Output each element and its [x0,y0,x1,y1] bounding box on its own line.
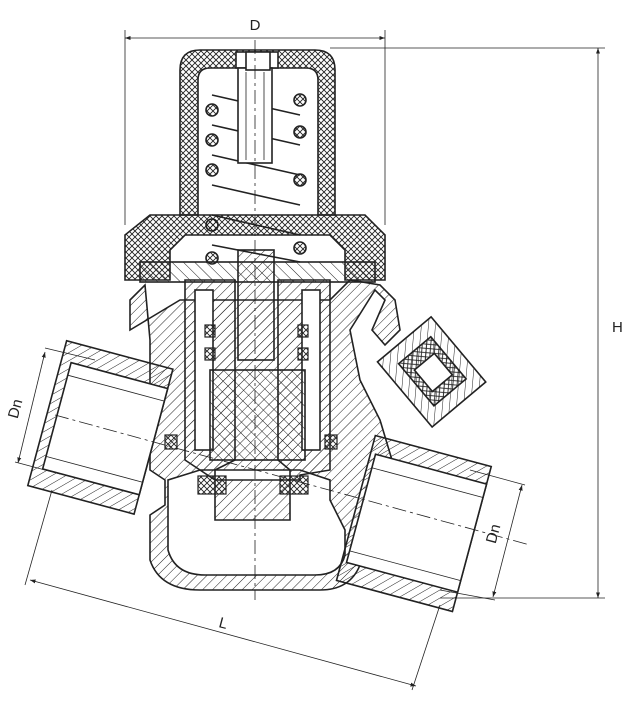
inlet-port [26,339,174,516]
outlet-port [335,434,493,613]
center-lines [54,40,531,600]
o-rings [164,324,338,495]
dimension-l-label: L [217,614,229,633]
dimension-dn-outlet: Dn [439,469,526,601]
dimension-dn-outlet-label: Dn [483,522,504,545]
dimension-h-label: H [612,319,623,336]
dimension-d-label: D [250,17,261,34]
dimension-dn-inlet: Dn [5,347,96,475]
dimension-dn-inlet-label: Dn [5,397,26,420]
dimension-h: H [330,47,623,599]
dimension-d: D [124,17,386,225]
gauge-port [376,315,487,429]
